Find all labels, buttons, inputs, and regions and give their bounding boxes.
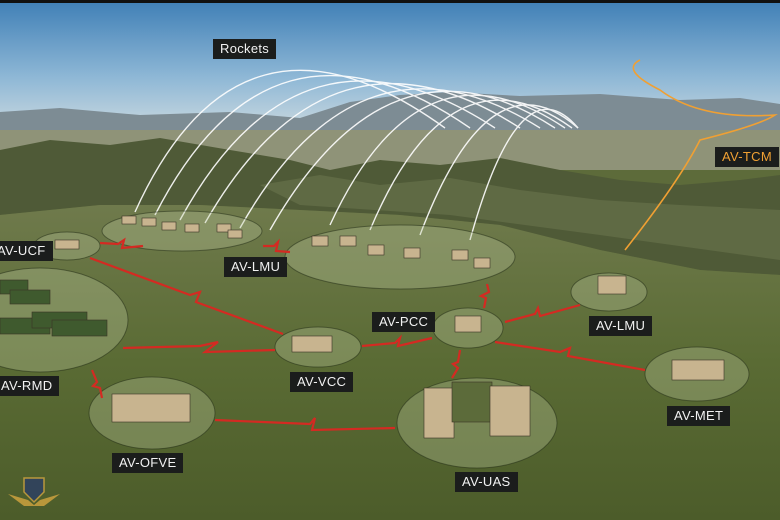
vehicles <box>0 215 725 439</box>
unit-label-ofve: AV-OFVE <box>112 453 184 473</box>
unit-label-rmd: AV-RMD <box>0 376 60 396</box>
unit-label-vcc: AV-VCC <box>290 372 354 392</box>
rockets-label: Rockets <box>213 39 277 59</box>
rocket-arcs <box>134 69 579 241</box>
tcm-flight-path <box>624 59 778 251</box>
unit-label-lmu-1: AV-LMU <box>224 257 288 277</box>
unit-label-lmu-2: AV-LMU <box>589 316 653 336</box>
watermark-logo <box>8 477 60 506</box>
unit-label-pcc: AV-PCC <box>372 312 436 332</box>
unit-label-tcm: AV-TCM <box>715 147 779 167</box>
zone-lmu2 <box>284 224 516 290</box>
ground <box>0 205 780 520</box>
unit-label-ucf: AV-UCF <box>0 241 53 261</box>
unit-label-uas: AV-UAS <box>455 472 518 492</box>
unit-label-met: AV-MET <box>667 406 731 426</box>
comm-links <box>89 237 646 432</box>
